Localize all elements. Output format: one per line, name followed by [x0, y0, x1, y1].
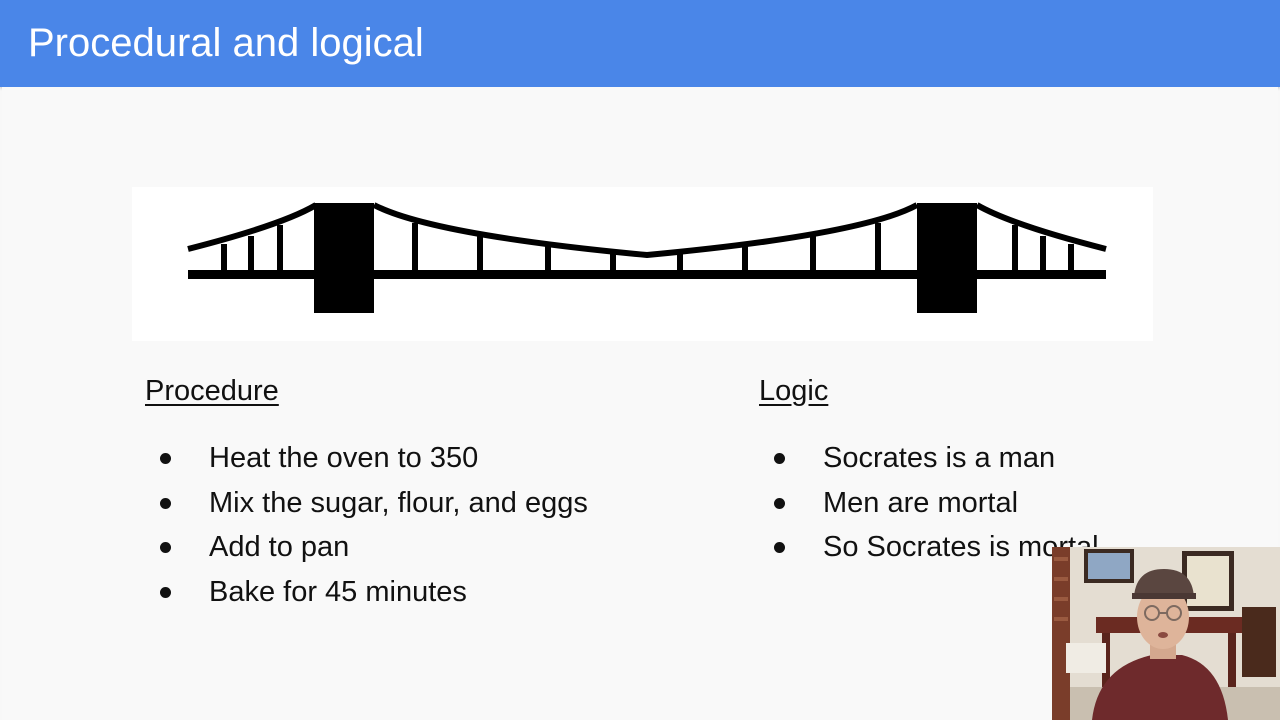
procedure-list: Heat the oven to 350 Mix the sugar, flou…	[145, 436, 588, 614]
bullet-icon	[160, 542, 171, 553]
list-item: Socrates is a man	[759, 436, 1099, 481]
slide-header: Procedural and logical	[0, 0, 1280, 87]
webcam-overlay	[1052, 547, 1280, 720]
bullet-icon	[160, 453, 171, 464]
list-item: Heat the oven to 350	[145, 436, 588, 481]
list-item-text: Bake for 45 minutes	[209, 575, 467, 608]
presenter-video	[1052, 547, 1280, 720]
bullet-icon	[774, 542, 785, 553]
bridge-image	[132, 187, 1153, 341]
bullet-icon	[160, 497, 171, 509]
list-item-text: Socrates is a man	[823, 442, 1056, 474]
bullet-icon	[160, 586, 171, 598]
list-item: Add to pan	[145, 525, 588, 570]
list-item: Bake for 45 minutes	[145, 570, 588, 615]
bullet-icon	[774, 497, 785, 509]
list-item-text: Heat the oven to 350	[209, 442, 479, 474]
procedure-heading: Procedure	[145, 375, 279, 407]
logic-list: Socrates is a man Men are mortal So Socr…	[759, 436, 1099, 570]
list-item-text: Add to pan	[209, 531, 350, 563]
slide-title: Procedural and logical	[28, 21, 424, 65]
list-item: So Socrates is mortal	[759, 525, 1099, 570]
list-item-text: Men are mortal	[823, 486, 1019, 519]
logic-heading: Logic	[759, 375, 829, 407]
list-item-text: Mix the sugar, flour, and eggs	[209, 486, 588, 519]
bullet-icon	[774, 453, 785, 464]
suspension-bridge-icon	[187, 202, 1107, 313]
list-item: Men are mortal	[759, 481, 1099, 526]
list-item: Mix the sugar, flour, and eggs	[145, 481, 588, 526]
